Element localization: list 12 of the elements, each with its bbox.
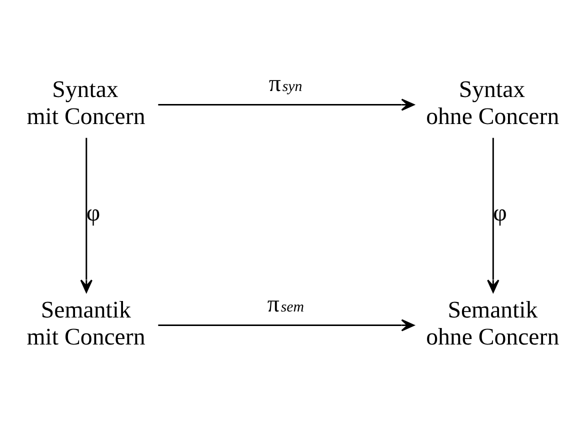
arrow	[487, 138, 500, 293]
node-text: Syntax ohne Concern	[426, 76, 560, 130]
edge-label: πsem	[267, 292, 304, 318]
arrow	[158, 98, 414, 111]
edge-label: φ	[86, 200, 100, 227]
arrow	[158, 319, 414, 332]
node-text: Semantik ohne Concern	[426, 298, 560, 350]
edge-label: φ	[493, 200, 507, 227]
node-text: Syntax mit Concern	[26, 76, 146, 130]
edge-label: πsyn	[268, 71, 302, 98]
arrow	[80, 138, 92, 293]
node-text: Semantik mit Concern	[26, 298, 146, 350]
